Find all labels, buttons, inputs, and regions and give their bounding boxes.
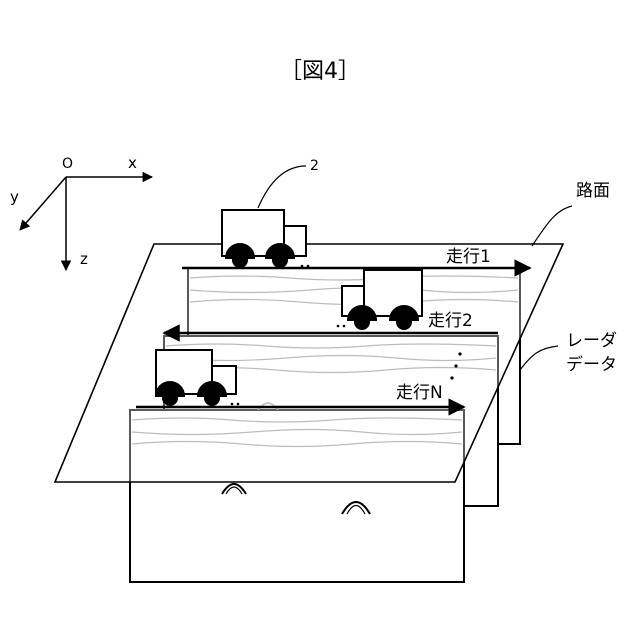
figure-caption: ［図4］ bbox=[280, 59, 360, 84]
run-1-label: 走行1 bbox=[446, 247, 491, 267]
road-surface-label: 路面 bbox=[576, 181, 610, 201]
vehicle-reference-number: 2 bbox=[310, 158, 319, 174]
run-2-label: 走行2 bbox=[428, 311, 473, 331]
axis-x-label: x bbox=[128, 154, 137, 172]
road-leader-line bbox=[532, 206, 572, 246]
radar-data-label-line2: データ bbox=[566, 354, 617, 375]
axis-z-label: z bbox=[80, 250, 88, 268]
y-axis-arrow bbox=[20, 177, 66, 230]
run-n-label: 走行N bbox=[396, 383, 443, 403]
radar-leader-line bbox=[520, 346, 558, 370]
axis-origin-label: O bbox=[62, 156, 73, 172]
axis-y-label: y bbox=[10, 188, 19, 206]
radar-data-label-line1: レーダ bbox=[566, 331, 617, 351]
vehicle-leader-line bbox=[258, 166, 306, 208]
